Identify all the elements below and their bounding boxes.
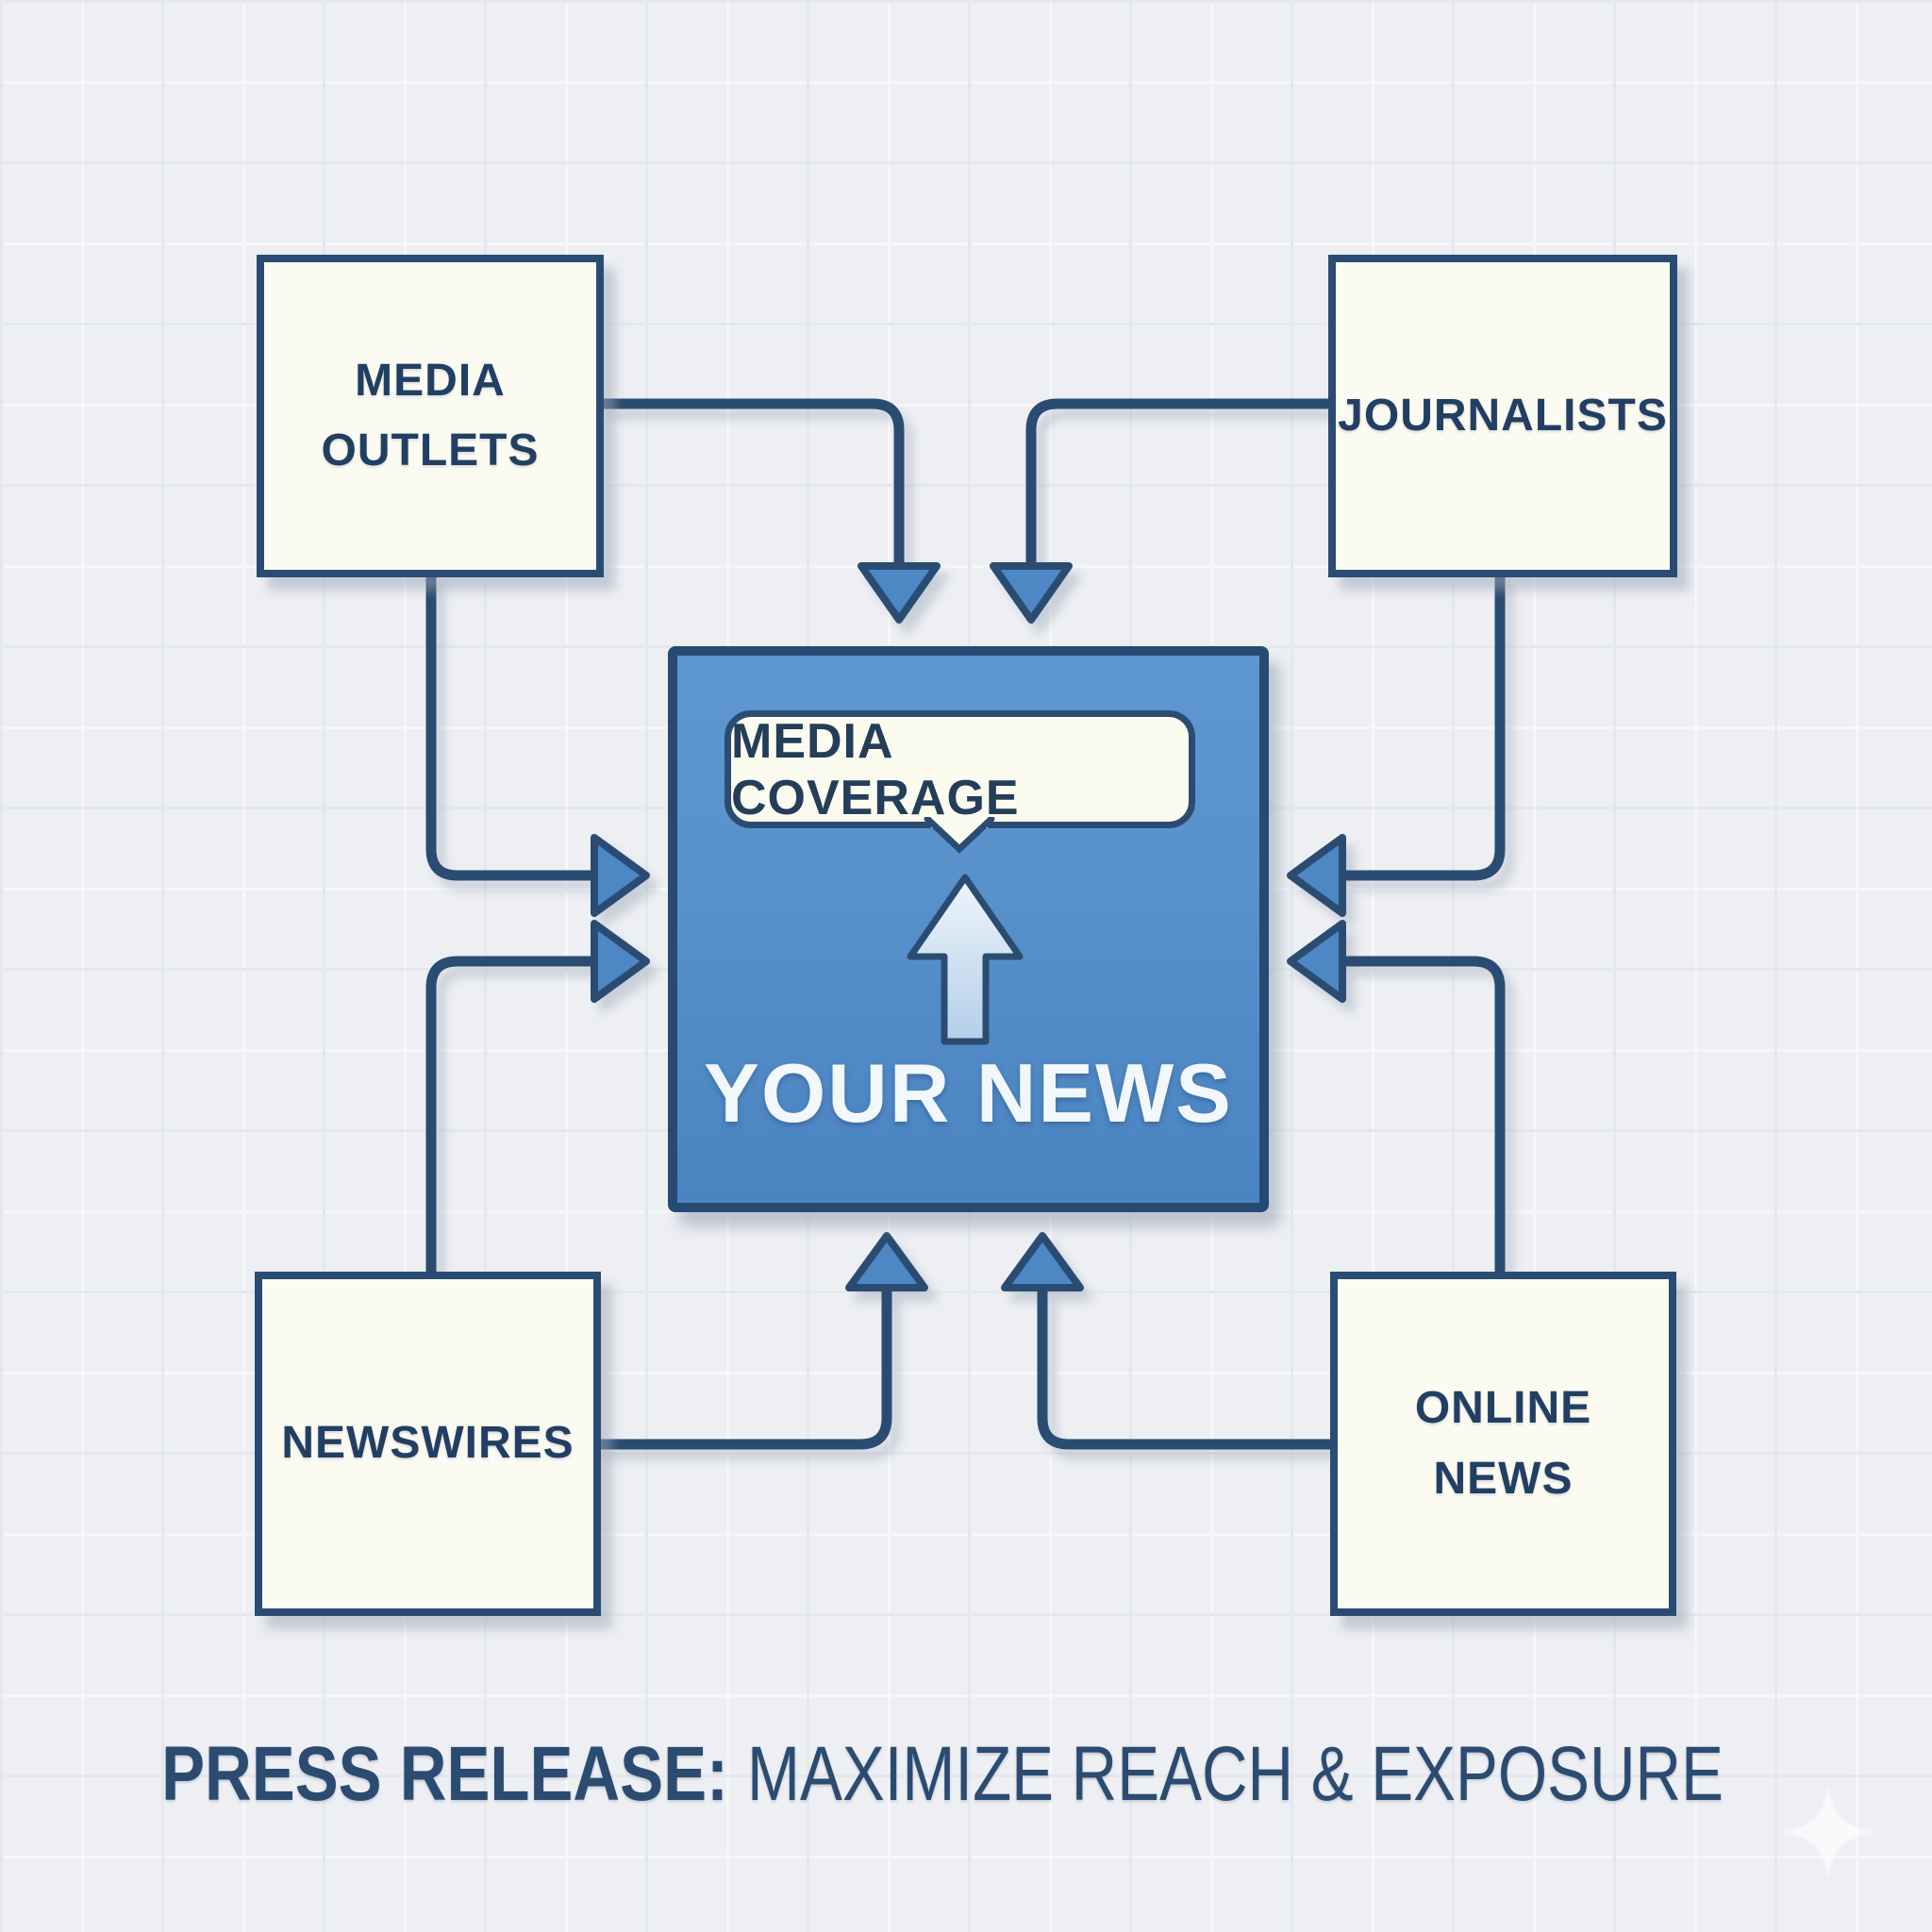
node-journalists-label: JOURNALISTS xyxy=(1338,390,1668,441)
node-journalists: JOURNALISTS xyxy=(1328,255,1677,577)
arrow-up-inner-icon xyxy=(907,874,1024,1045)
media-coverage-label: MEDIA COVERAGE xyxy=(731,713,1020,825)
node-online-news-label: ONLINE NEWS xyxy=(1414,1383,1592,1504)
diagram-title-rest: MAXIMIZE REACH & EXPOSURE xyxy=(747,1731,1724,1817)
node-online-news: ONLINE NEWS xyxy=(1330,1272,1676,1616)
media-coverage-bubble: MEDIA COVERAGE xyxy=(724,710,1195,828)
connector-newswires-to-bottom xyxy=(595,1282,892,1450)
arrow-down-right-icon xyxy=(990,562,1073,624)
arrow-up-left-icon xyxy=(845,1232,928,1291)
connector-media-outlets-to-left xyxy=(425,572,600,881)
node-media-outlets: MEDIA OUTLETS xyxy=(257,255,604,577)
bubble-tail-icon xyxy=(924,817,995,854)
node-media-outlets-label: MEDIA OUTLETS xyxy=(321,355,540,475)
connector-media-outlets-to-top xyxy=(598,398,905,572)
arrow-up-right-icon xyxy=(1001,1232,1084,1291)
arrow-left-upper-icon xyxy=(1287,834,1346,917)
connector-journalists-to-top xyxy=(1025,398,1334,572)
connector-newswires-to-left xyxy=(425,956,600,1277)
diagram-title-lead: PRESS RELEASE: xyxy=(161,1731,728,1817)
your-news-label: YOUR NEWS xyxy=(704,1046,1233,1140)
diagram-title: PRESS RELEASE: MAXIMIZE REACH & EXPOSURE xyxy=(0,1730,1932,1817)
sparkle-icon xyxy=(1781,1785,1875,1879)
connector-journalists-to-right xyxy=(1337,572,1506,881)
connector-online-news-to-bottom xyxy=(1037,1282,1335,1450)
connector-online-news-to-right xyxy=(1337,956,1506,1277)
arrow-right-lower-icon xyxy=(591,920,650,1003)
arrow-down-left-icon xyxy=(858,562,941,624)
arrow-right-upper-icon xyxy=(591,834,650,917)
node-newswires-label: NEWSWIRES xyxy=(281,1418,575,1469)
node-newswires: NEWSWIRES xyxy=(255,1272,601,1616)
arrow-left-lower-icon xyxy=(1287,920,1346,1003)
